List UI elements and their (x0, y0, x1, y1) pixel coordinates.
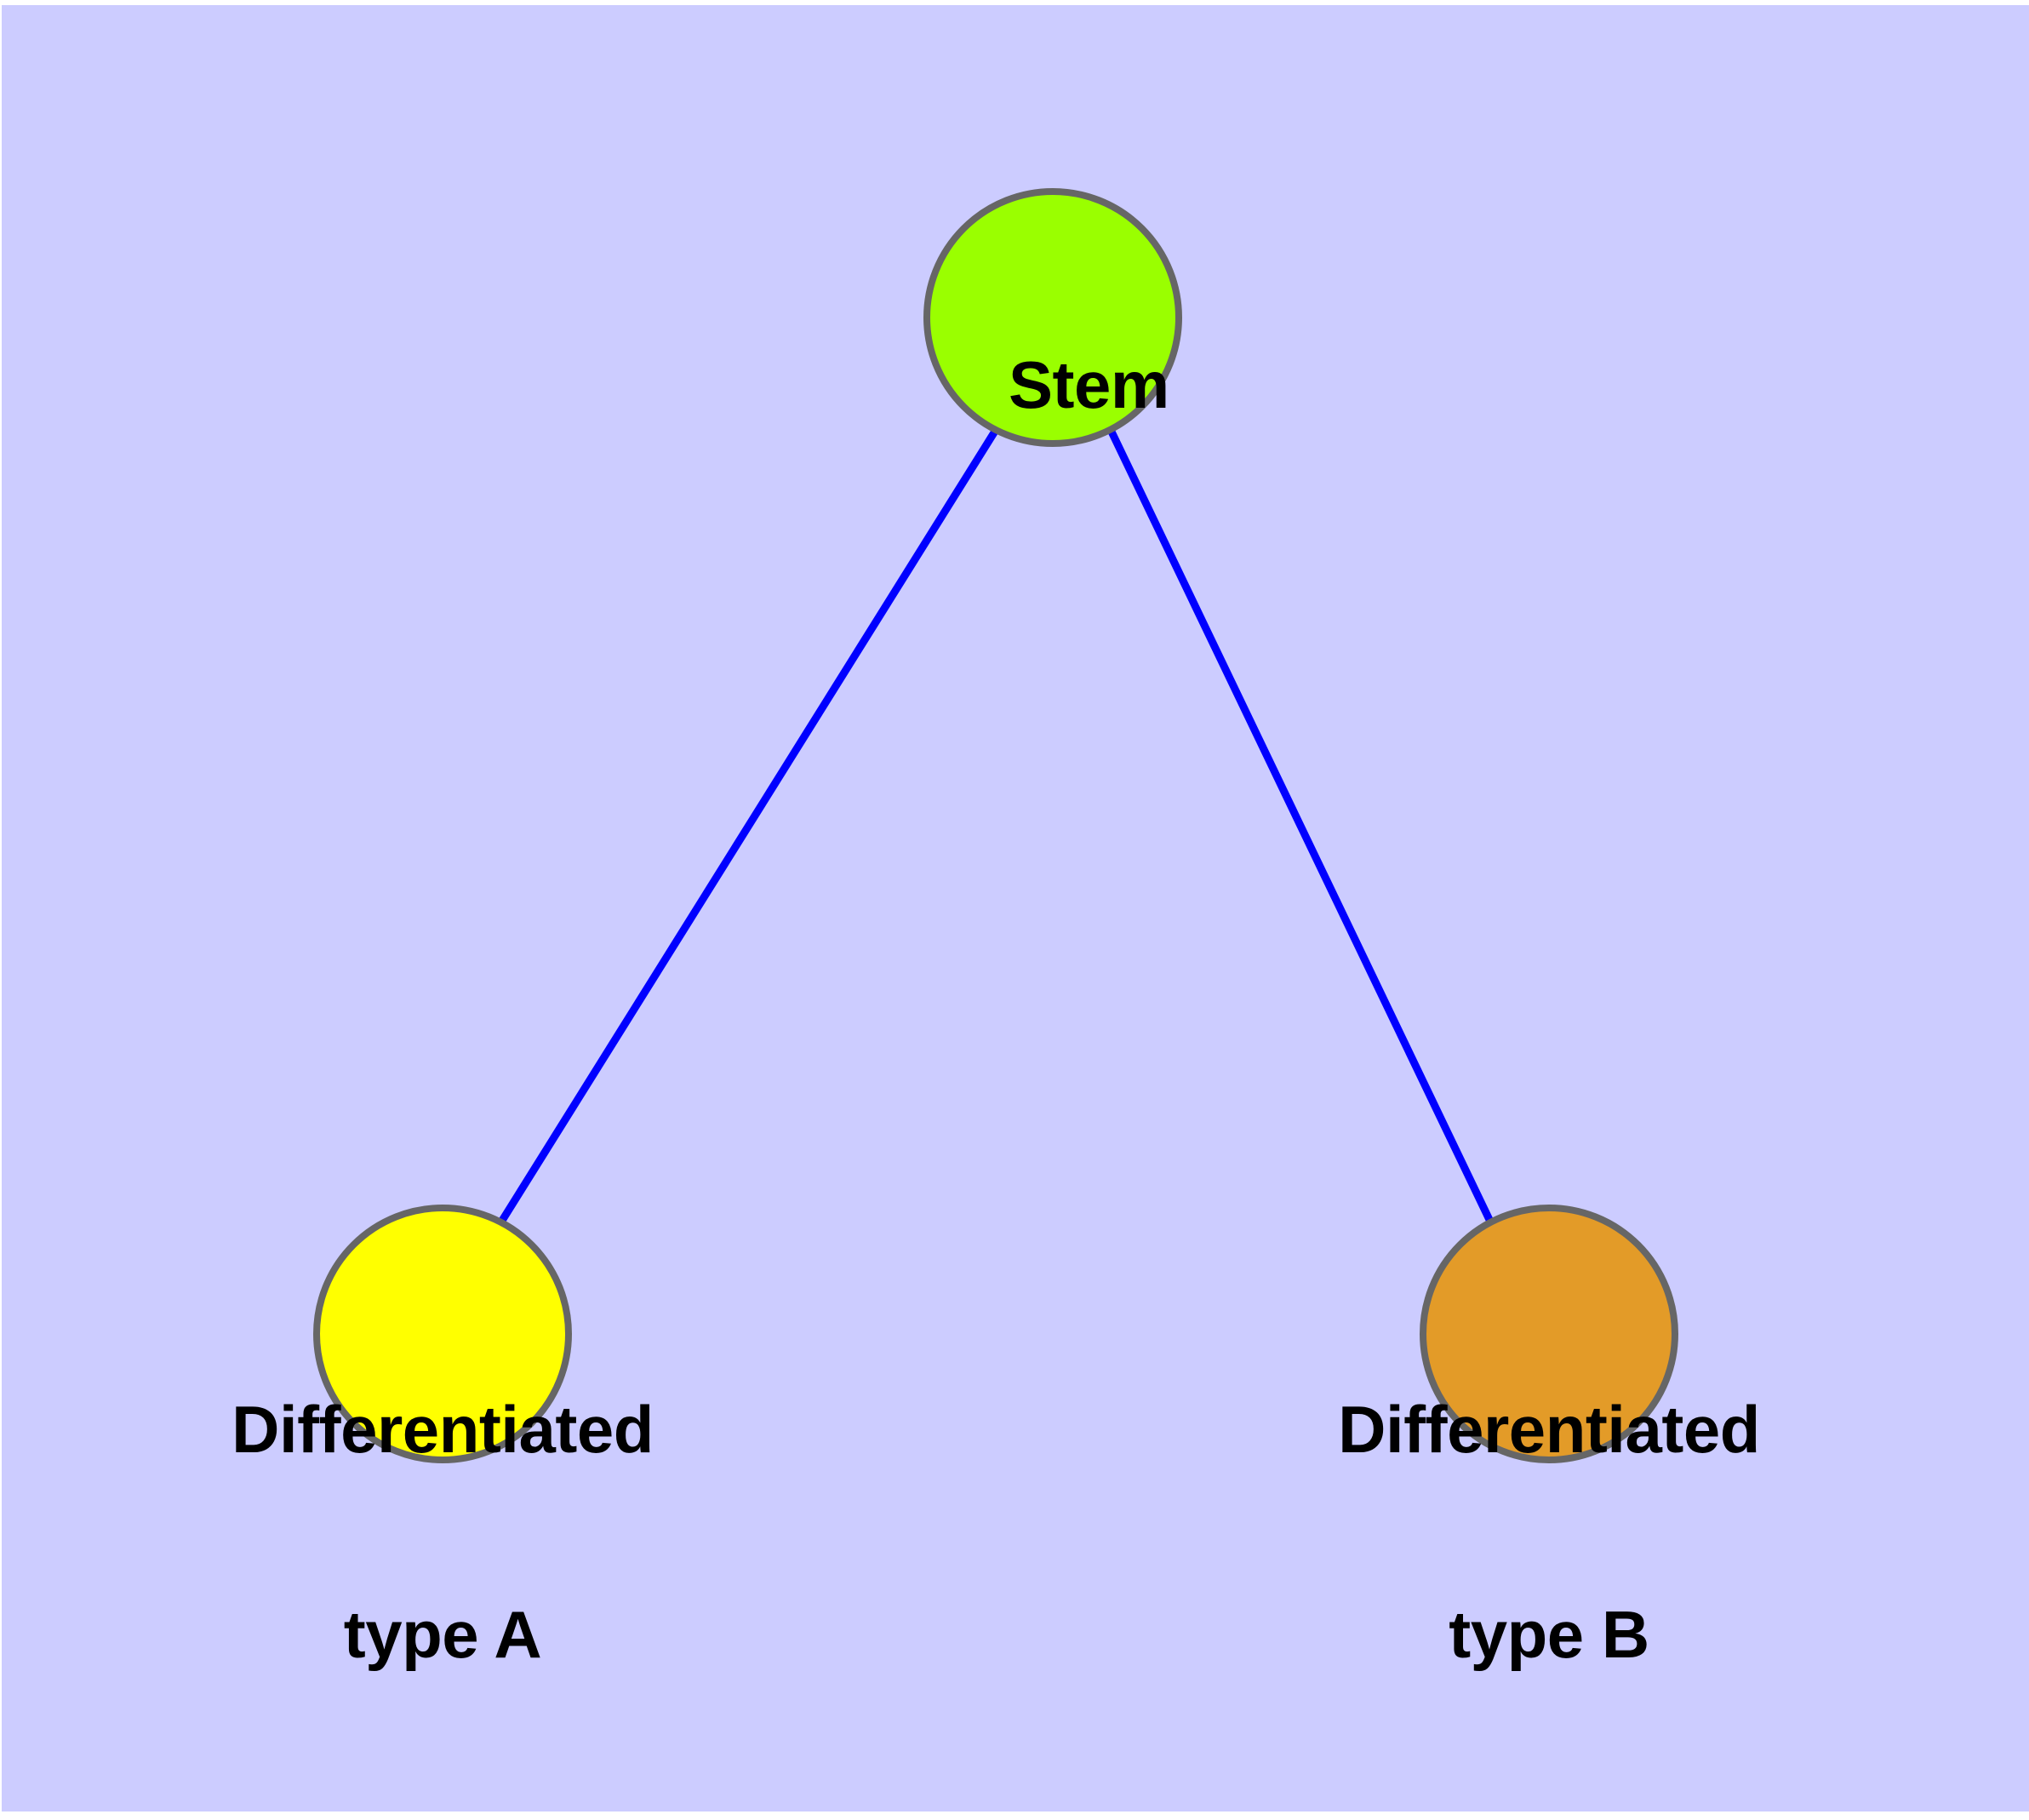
edge-layer (497, 427, 1495, 1226)
node-differentiated-type-b[interactable] (1420, 1205, 1678, 1463)
node-layer (313, 188, 1678, 1463)
node-differentiated-type-a[interactable] (313, 1205, 572, 1463)
edge-stem-to-differentiated-type-b (1106, 428, 1495, 1225)
node-stem[interactable] (923, 188, 1182, 447)
edge-stem-to-differentiated-type-a (497, 427, 999, 1226)
